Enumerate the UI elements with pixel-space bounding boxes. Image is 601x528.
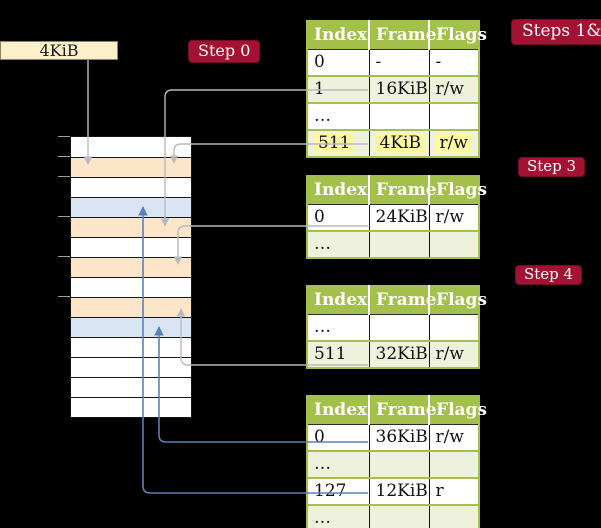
page-table-3-row-…: … xyxy=(307,314,479,342)
table-cell xyxy=(429,230,479,258)
memory-frame-row-10 xyxy=(71,337,191,357)
page-table-1-row-…: … xyxy=(307,102,479,130)
memory-frame-row-11 xyxy=(71,357,191,377)
table-cell xyxy=(369,314,430,341)
table-cell: 0 xyxy=(307,424,370,451)
column-header-index: Index xyxy=(307,286,370,315)
column-header-frame: Frame xyxy=(369,21,437,50)
table-cell: 0 xyxy=(307,49,370,76)
highlighted-value: r/w xyxy=(435,133,472,153)
memory-address-tick xyxy=(58,176,70,177)
table-cell: 32KiB xyxy=(369,340,430,368)
memory-address-tick xyxy=(58,156,70,157)
column-header-index: Index xyxy=(307,176,370,205)
memory-frame-row-0 xyxy=(71,137,191,157)
table-cell xyxy=(429,315,479,342)
badge-step-4: Step 4 xyxy=(515,265,583,285)
table-cell: r/w xyxy=(429,129,479,157)
root-table-address-box: 4KiB xyxy=(0,41,118,60)
table-cell: r/w xyxy=(435,427,464,447)
memory-frame-row-13 xyxy=(71,397,191,417)
column-header-frame: Frame xyxy=(369,176,437,205)
table-cell xyxy=(429,504,479,528)
page-table-4-row-…: … xyxy=(307,504,479,528)
table-cell: r/w xyxy=(429,340,479,368)
table-cell: 511 xyxy=(307,340,370,368)
table-cell xyxy=(369,504,430,528)
column-header-flags: Flags xyxy=(429,396,487,425)
table-cell: r/w xyxy=(435,207,464,227)
physical-memory-column xyxy=(70,136,192,418)
badge-step-0: Step 0 xyxy=(188,40,261,63)
table-cell: … xyxy=(307,504,370,528)
memory-frame-row-4 xyxy=(71,217,191,237)
memory-frame-row-2 xyxy=(71,177,191,197)
table-cell: 24KiB xyxy=(369,204,430,231)
table-cell: r/w xyxy=(429,75,479,103)
highlighted-value: 511 xyxy=(314,133,355,153)
column-header-index: Index xyxy=(307,21,370,50)
memory-frame-row-8 xyxy=(71,297,191,317)
highlighted-value: 4KiB xyxy=(375,133,425,153)
page-table-1-row-511: 511 4KiB r/w xyxy=(307,129,479,157)
table-cell xyxy=(369,102,430,130)
page-table-1-row-0: 0-- xyxy=(307,49,479,76)
memory-frame-row-5 xyxy=(71,237,191,257)
table-cell: 1 xyxy=(307,75,370,103)
memory-address-tick xyxy=(58,136,70,137)
column-header-frame: Frame xyxy=(369,396,437,425)
table-cell xyxy=(429,450,479,478)
table-cell: 12KiB xyxy=(369,477,430,505)
badge-steps-1-2: Steps 1&2 xyxy=(511,19,601,45)
table-cell: 511 xyxy=(307,129,370,157)
table-cell: … xyxy=(307,102,370,130)
table-cell xyxy=(369,230,430,258)
table-cell: … xyxy=(307,314,370,341)
table-cell: 36KiB xyxy=(369,424,430,451)
table-cell: … xyxy=(307,230,370,258)
memory-frame-row-1 xyxy=(71,157,191,177)
memory-frame-row-7 xyxy=(71,277,191,297)
table-cell: r xyxy=(429,477,479,505)
column-header-frame: Frame xyxy=(369,286,437,315)
column-header-flags: Flags xyxy=(429,286,487,315)
table-cell: - xyxy=(369,49,430,76)
table-cell: 4KiB xyxy=(369,129,430,157)
memory-frame-row-3 xyxy=(71,197,191,217)
column-header-flags: Flags xyxy=(429,21,487,50)
page-table-2-row-…: … xyxy=(307,230,479,258)
column-header-flags: Flags xyxy=(429,176,487,205)
memory-address-tick xyxy=(58,296,70,297)
table-cell: … xyxy=(307,450,370,478)
memory-address-tick xyxy=(58,256,70,257)
memory-address-tick xyxy=(58,216,70,217)
table-cell: 127 xyxy=(307,477,370,505)
memory-frame-row-12 xyxy=(71,377,191,397)
page-table-4-row-…: … xyxy=(307,450,479,478)
table-cell: - xyxy=(435,52,442,72)
table-cell: 16KiB xyxy=(369,75,430,103)
table-cell xyxy=(369,450,430,478)
badge-step-3: Step 3 xyxy=(518,157,586,177)
table-cell: 0 xyxy=(307,204,370,231)
memory-frame-row-9 xyxy=(71,317,191,337)
table-cell xyxy=(429,102,479,130)
column-header-index: Index xyxy=(307,396,370,425)
memory-frame-row-6 xyxy=(71,257,191,277)
